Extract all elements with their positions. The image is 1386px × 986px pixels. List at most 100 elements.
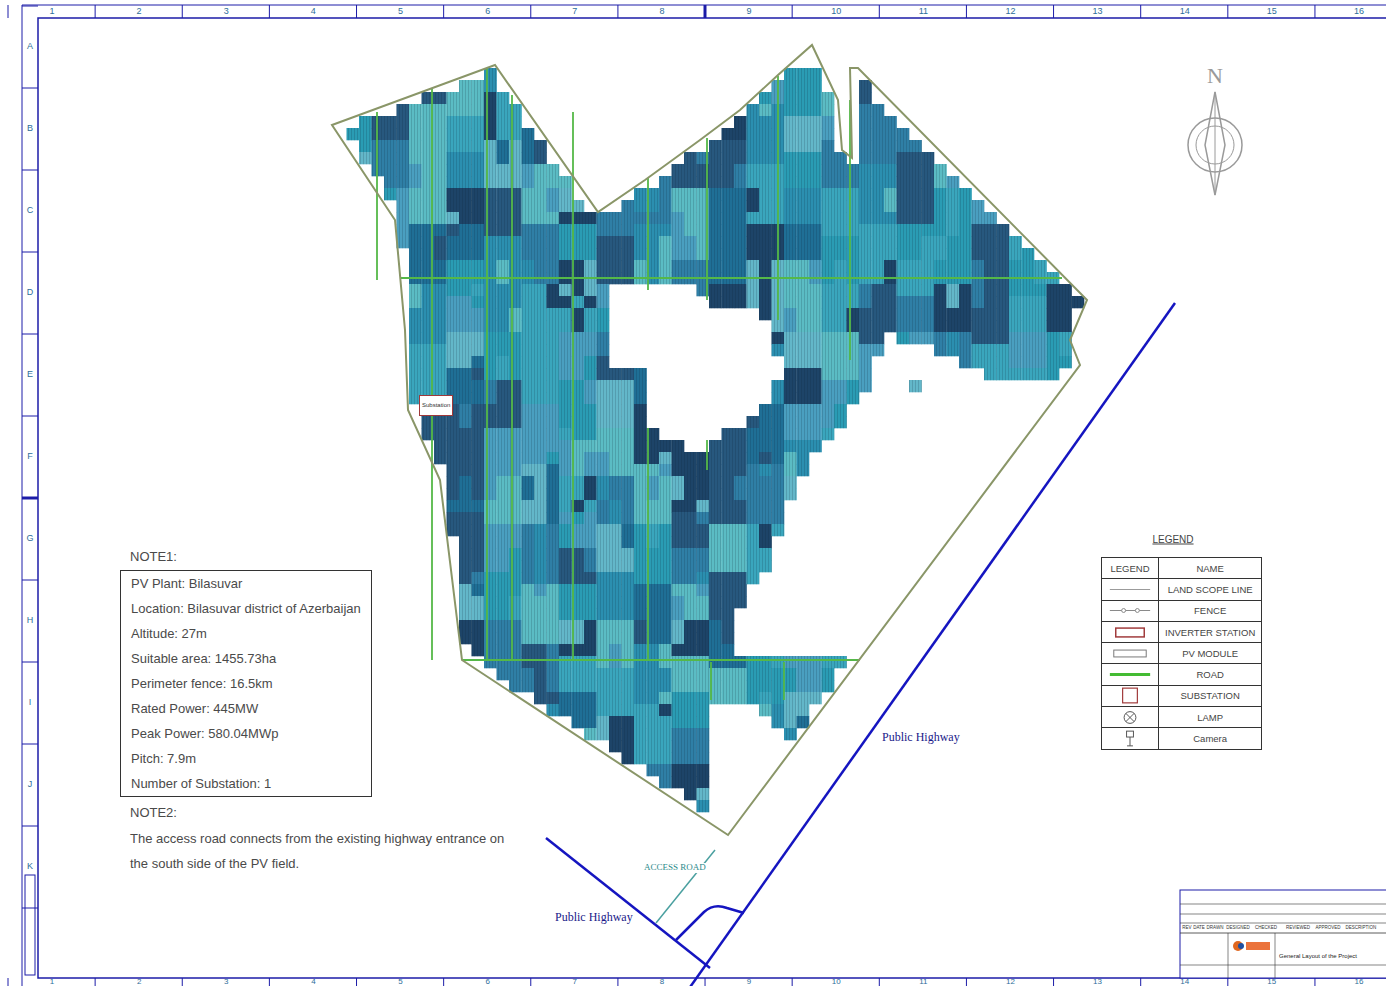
pv-module-rows xyxy=(384,140,397,152)
pv-module-rows xyxy=(672,500,685,512)
pv-block xyxy=(597,260,610,272)
pv-block xyxy=(547,404,560,416)
pv-block xyxy=(609,716,622,728)
pv-block xyxy=(472,356,485,368)
pv-block xyxy=(672,512,685,524)
pv-module-rows xyxy=(659,692,672,704)
pv-module-rows xyxy=(397,236,410,248)
pv-block xyxy=(459,536,472,548)
pv-block xyxy=(659,476,672,488)
pv-block xyxy=(534,188,547,200)
pv-block xyxy=(659,200,672,212)
pv-block xyxy=(559,536,572,548)
pv-module-rows xyxy=(659,476,672,488)
pv-block xyxy=(634,716,647,728)
pv-block xyxy=(634,392,647,404)
pv-module-rows xyxy=(497,632,510,644)
pv-module-rows xyxy=(647,680,660,692)
pv-module-rows xyxy=(547,332,560,344)
pv-module-rows xyxy=(397,140,410,152)
pv-module-rows xyxy=(634,188,647,200)
pv-block xyxy=(459,236,472,248)
pv-module-rows xyxy=(622,596,635,608)
pv-module-rows xyxy=(672,188,685,200)
pv-block xyxy=(647,752,660,764)
pv-module-rows xyxy=(584,308,597,320)
pv-block xyxy=(647,692,660,704)
pv-module-rows xyxy=(597,452,610,464)
pv-block xyxy=(534,416,547,428)
pv-block xyxy=(622,212,635,224)
pv-block xyxy=(522,608,535,620)
pv-block xyxy=(522,152,535,164)
pv-block xyxy=(459,620,472,632)
pv-module-rows xyxy=(672,584,685,596)
pv-module-rows xyxy=(672,452,685,464)
pv-module-rows xyxy=(509,404,522,416)
pv-block xyxy=(559,680,572,692)
pv-block xyxy=(659,680,672,692)
pv-module-rows xyxy=(597,620,610,632)
pv-module-rows xyxy=(684,452,697,464)
pv-block xyxy=(609,368,622,380)
pv-block xyxy=(384,152,397,164)
pv-module-rows xyxy=(509,560,522,572)
pv-module-rows xyxy=(509,152,522,164)
pv-block xyxy=(659,188,672,200)
pv-module-rows xyxy=(459,440,472,452)
pv-module-rows xyxy=(684,548,697,560)
pv-block xyxy=(459,572,472,584)
pv-module-rows xyxy=(409,236,422,248)
pv-block xyxy=(559,656,572,668)
pv-block xyxy=(522,260,535,272)
pv-module-rows xyxy=(522,332,535,344)
pv-module-rows xyxy=(534,332,547,344)
pv-module-rows xyxy=(597,488,610,500)
pv-block xyxy=(559,476,572,488)
pv-module-rows xyxy=(459,620,472,632)
pv-block xyxy=(459,176,472,188)
pv-block xyxy=(484,392,497,404)
grid-tick xyxy=(182,5,183,18)
pv-module-rows xyxy=(534,476,547,488)
pv-block xyxy=(497,92,510,104)
grid-tick xyxy=(1314,978,1315,986)
pv-block xyxy=(609,224,622,236)
pv-module-rows xyxy=(572,680,585,692)
pv-module-rows xyxy=(547,260,560,272)
pv-module-rows xyxy=(584,728,597,740)
pv-block xyxy=(609,728,622,740)
pv-module-rows xyxy=(622,428,635,440)
pv-block xyxy=(497,548,510,560)
pv-block xyxy=(597,596,610,608)
pv-module-rows xyxy=(634,368,647,380)
pv-module-rows xyxy=(597,680,610,692)
pv-module-rows xyxy=(472,260,485,272)
pv-module-rows xyxy=(622,524,635,536)
pv-module-rows xyxy=(547,548,560,560)
pv-block xyxy=(509,608,522,620)
grid-tick xyxy=(966,5,967,18)
pv-block xyxy=(547,296,560,308)
pv-block xyxy=(609,632,622,644)
pv-block xyxy=(597,440,610,452)
pv-module-rows xyxy=(609,620,622,632)
pv-module-rows xyxy=(434,344,447,356)
pv-block xyxy=(447,380,460,392)
pv-block xyxy=(622,440,635,452)
pv-block xyxy=(497,116,510,128)
pv-module-rows xyxy=(447,464,460,476)
pv-module-rows xyxy=(509,500,522,512)
pv-module-rows xyxy=(547,524,560,536)
pv-module-rows xyxy=(484,572,497,584)
pv-module-rows xyxy=(584,224,597,236)
pv-block xyxy=(609,488,622,500)
pv-block xyxy=(672,236,685,248)
pv-block xyxy=(559,212,572,224)
pv-module-rows xyxy=(634,236,647,248)
pv-block xyxy=(672,248,685,260)
pv-block xyxy=(472,560,485,572)
pv-block xyxy=(609,740,622,752)
pv-block xyxy=(609,644,622,656)
pv-module-rows xyxy=(609,476,622,488)
